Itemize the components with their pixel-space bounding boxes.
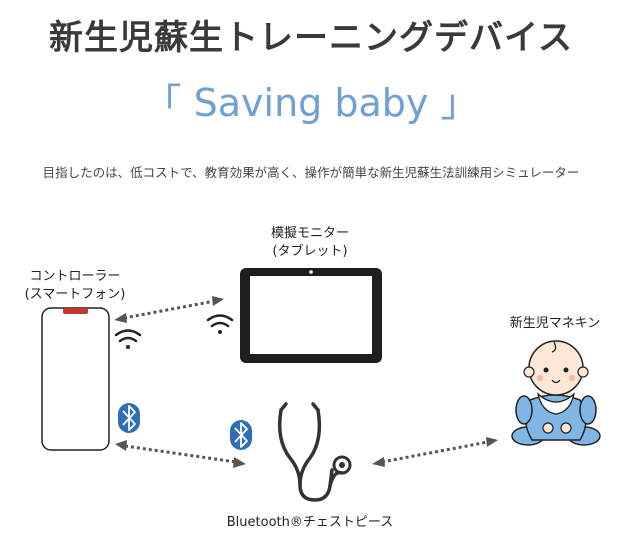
tablet-icon xyxy=(240,268,382,363)
link-phone-tablet xyxy=(114,296,224,323)
bluetooth-icon xyxy=(230,420,252,450)
monitor-label: 模擬モニター (タブレット) xyxy=(245,225,375,261)
link-phone-stethoscope xyxy=(115,440,246,468)
page-title: 新生児蘇生トレーニングデバイス xyxy=(49,18,573,58)
manikin-label: 新生児マネキン xyxy=(509,316,601,331)
wifi-icon xyxy=(206,314,234,334)
controller-label-line1: コントローラー xyxy=(29,269,121,284)
stethoscope-label: Bluetooth®チェストピース xyxy=(226,515,394,530)
bluetooth-icon xyxy=(118,403,140,433)
monitor-label-line1: 模擬モニター xyxy=(270,226,349,241)
stethoscope-icon xyxy=(277,402,352,502)
baby-icon xyxy=(511,340,601,446)
wifi-icon xyxy=(114,329,142,349)
smartphone-icon xyxy=(41,307,110,451)
product-name: 「 Saving baby 」 xyxy=(143,81,479,125)
link-stethoscope-manikin xyxy=(372,437,498,467)
controller-label: コントローラー (スマートフォン) xyxy=(10,268,140,304)
controller-label-line2: (スマートフォン) xyxy=(24,287,126,302)
description: 目指したのは、低コストで、教育効果が高く、操作が簡単な新生児蘇生法訓練用シミュレ… xyxy=(42,165,580,180)
monitor-label-line2: (タブレット) xyxy=(272,244,348,259)
